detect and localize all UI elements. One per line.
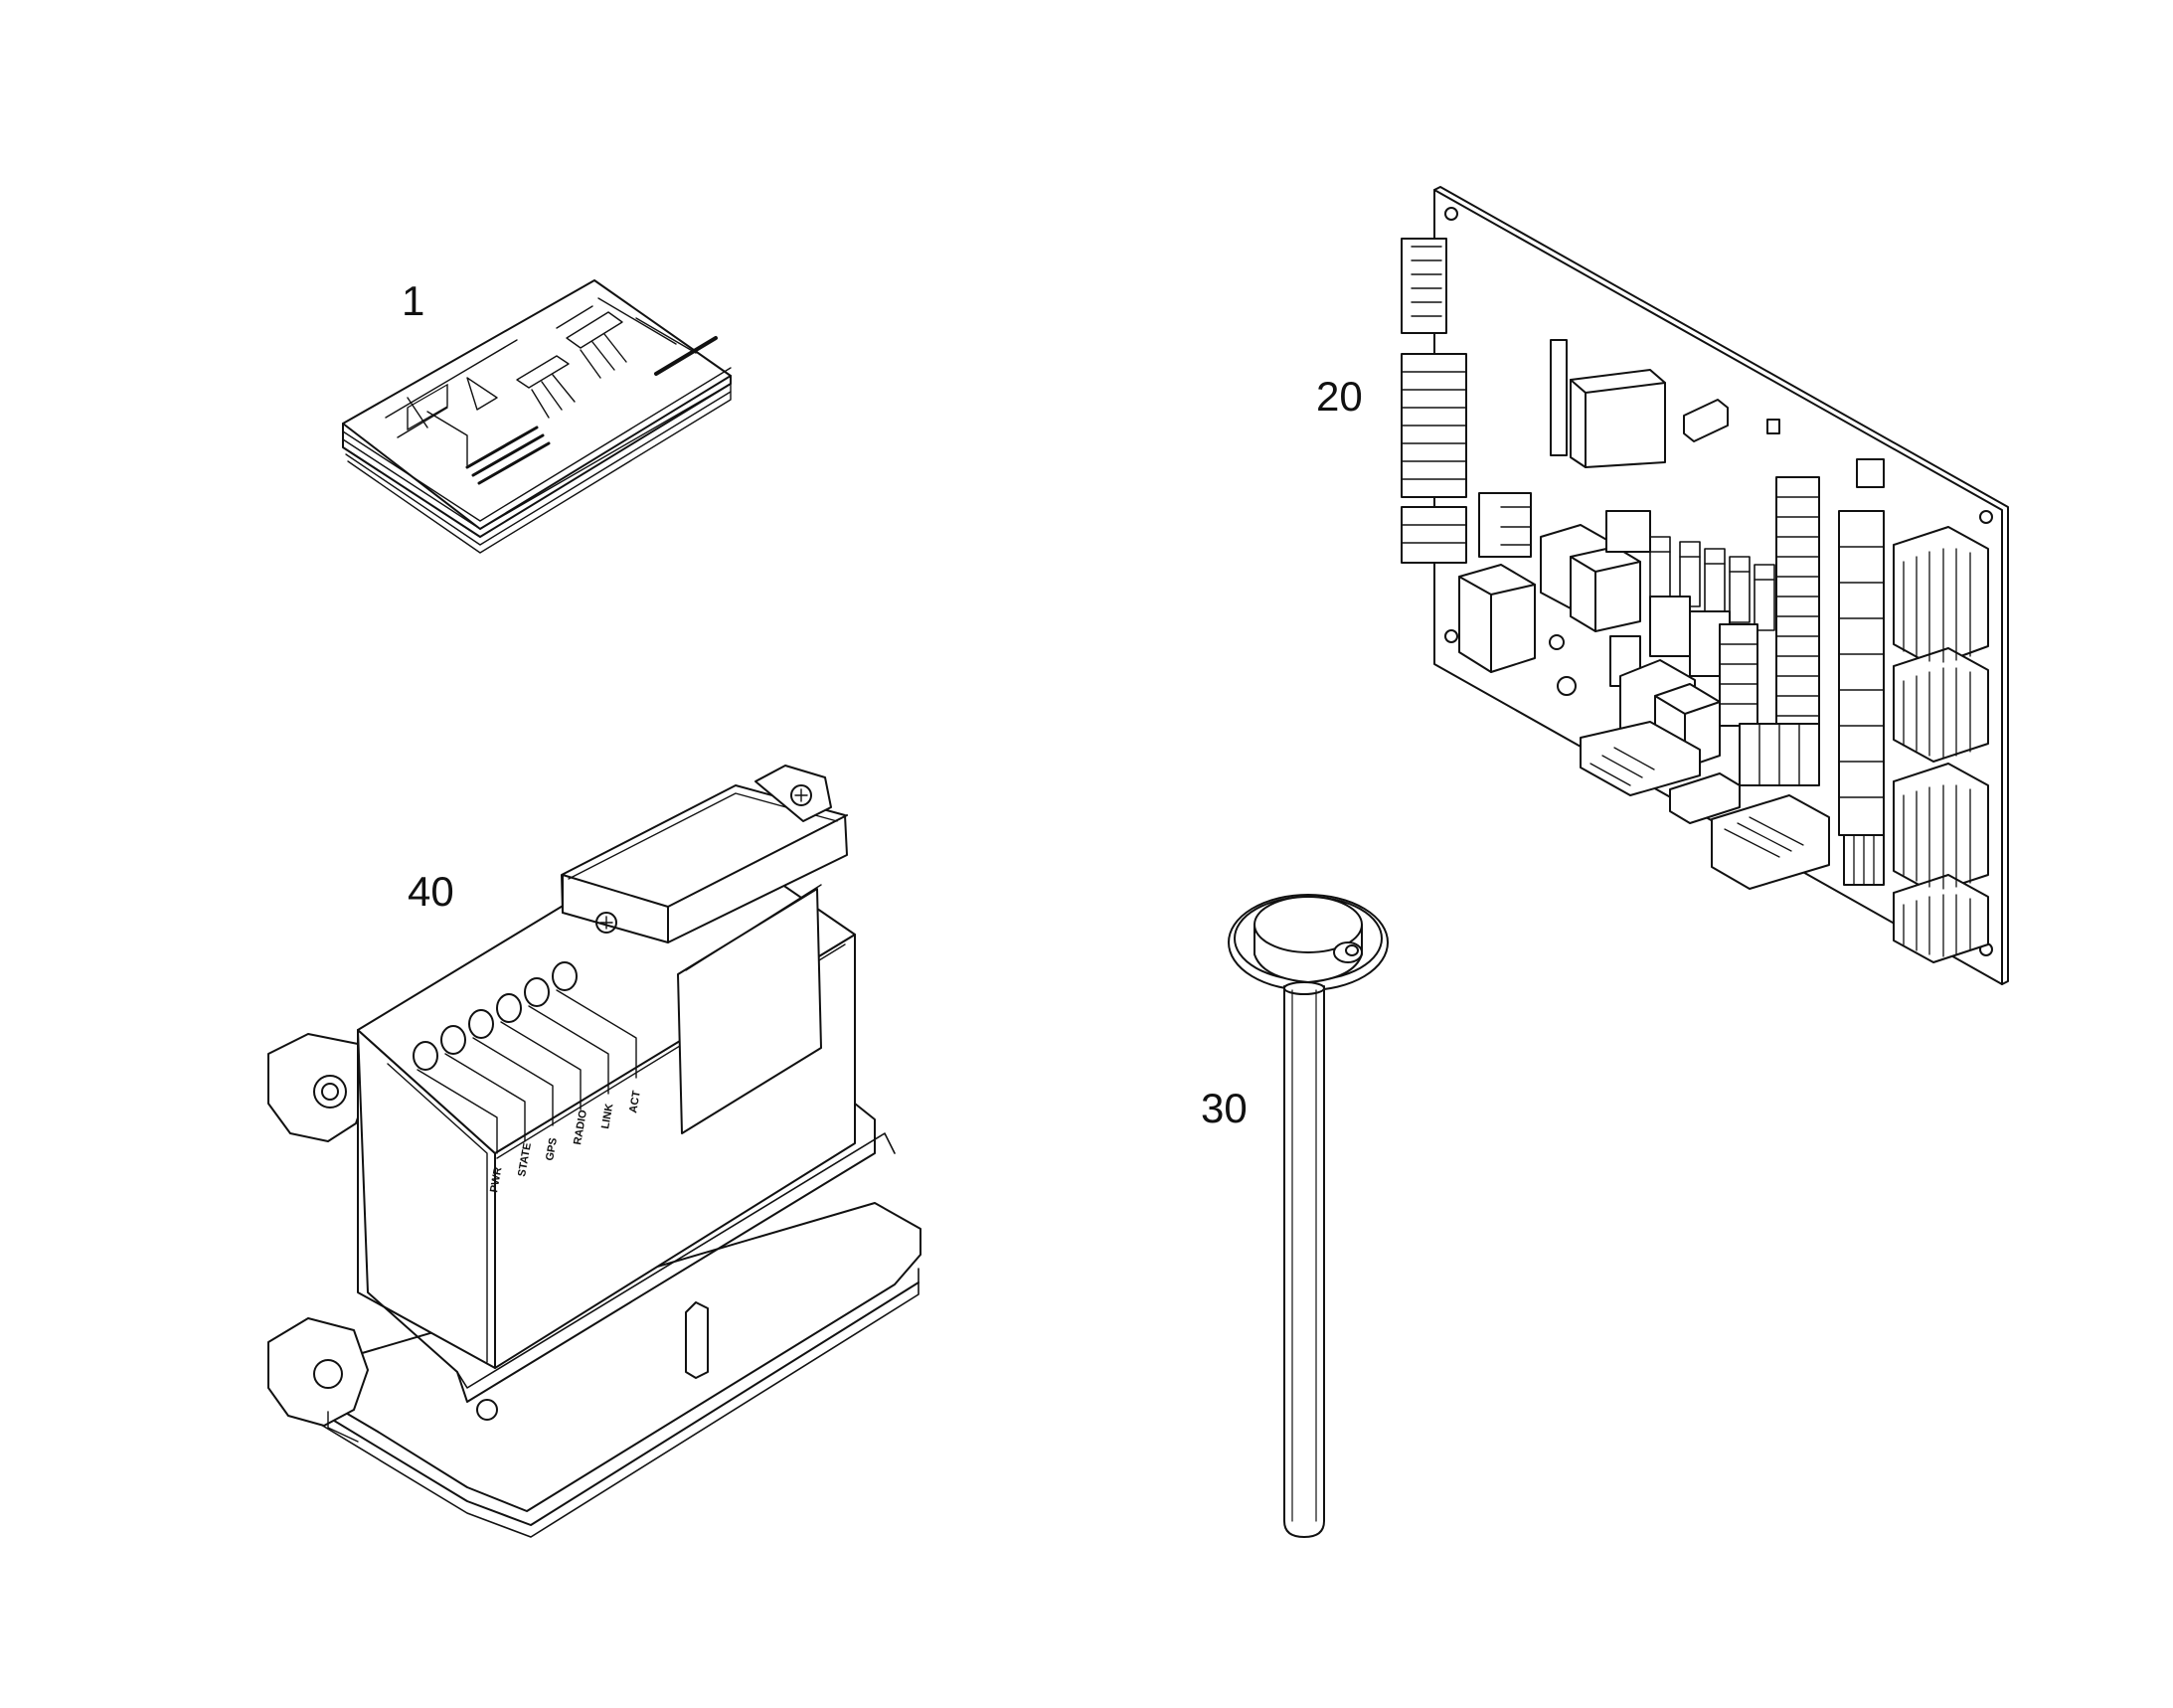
- led-label: ACT: [627, 1090, 643, 1114]
- led-label: STATE: [516, 1142, 534, 1178]
- circuit-board: [1401, 186, 2009, 985]
- probe-sensor: [1228, 894, 1389, 1538]
- callout-probe: 30: [1201, 1085, 1248, 1131]
- manual-booklet: [342, 279, 732, 554]
- housing-enclosure: [267, 765, 921, 1538]
- led-label: LINK: [599, 1103, 615, 1129]
- callout-manual: 1: [402, 277, 425, 324]
- callout-housing: 40: [408, 868, 454, 915]
- led-label: PWR: [488, 1166, 504, 1193]
- callout-circuit-board: 20: [1316, 373, 1363, 420]
- led-label: GPS: [544, 1137, 560, 1162]
